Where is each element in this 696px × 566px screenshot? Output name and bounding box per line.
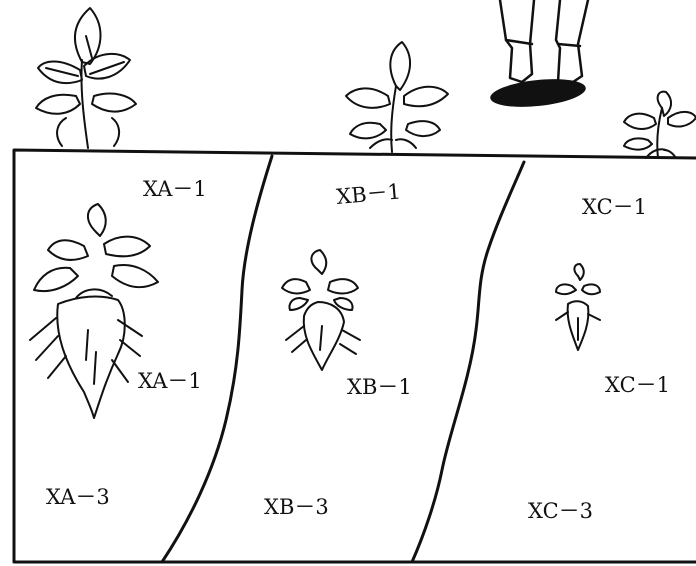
label-xb-1-top: XB－1: [335, 179, 402, 209]
beet-root-icon: [555, 263, 601, 351]
beet-plant-icon: [345, 41, 449, 153]
label-xb-1-mid: XB－1: [347, 375, 412, 399]
beet-root-icon: [29, 203, 159, 419]
label-xc-1-top: XC－1: [582, 195, 647, 219]
label-xb-3: XB－3: [264, 495, 329, 519]
label-xc-3: XC－3: [528, 499, 593, 523]
label-xa-3: XA－3: [46, 485, 110, 509]
beet-plant-icon: [35, 7, 137, 149]
zone-boundary-bc: [410, 160, 526, 564]
beet-root-icon: [281, 249, 361, 371]
beet-plant-icon: [623, 90, 696, 159]
label-xa-1-top: XA－1: [143, 177, 207, 201]
person-legs-icon: [490, 0, 590, 107]
label-xa-1-mid: XA－1: [138, 369, 202, 393]
soil-block-outline: [12, 148, 696, 564]
zone-boundary-ab: [160, 154, 274, 564]
label-xc-1-mid: XC－1: [605, 373, 670, 397]
